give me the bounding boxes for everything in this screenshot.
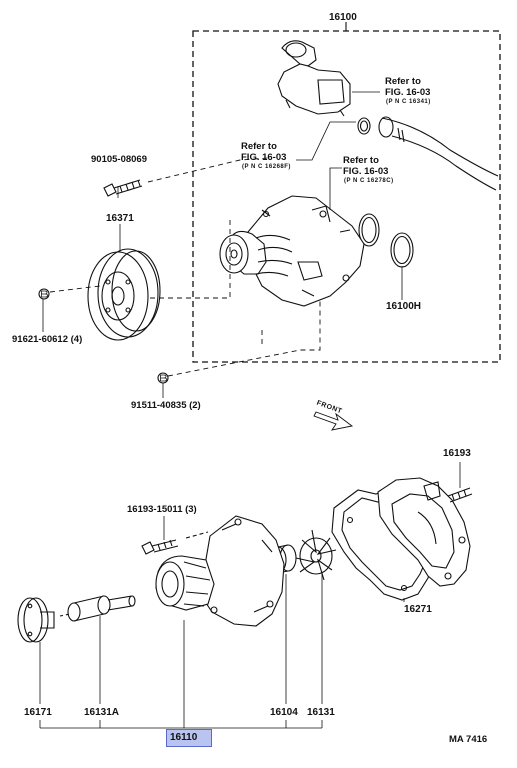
figure-code: MA 7416	[449, 734, 488, 745]
label-16271[interactable]: 16271	[404, 604, 432, 615]
dashed-leaders-top	[49, 157, 321, 377]
ref-label-16278c-line1: Refer to	[343, 155, 379, 166]
label-91511-40835[interactable]: 91511-40835 (2)	[131, 400, 201, 411]
solid-leaders-top	[42, 91, 403, 398]
ref-label-16268f-line1: Refer to	[241, 141, 277, 152]
label-16110[interactable]: 16110	[170, 732, 198, 743]
pump-body-16110	[155, 515, 285, 627]
ref-label-16268f-pnc: (P N C 16268F)	[242, 164, 291, 170]
label-16171[interactable]: 16171	[24, 707, 52, 718]
coolant-hose	[378, 116, 499, 191]
bolt-90105	[103, 179, 143, 197]
label-91621-60612[interactable]: 91621-60612 (4)	[12, 334, 83, 345]
bolt-symbol-91511	[157, 372, 169, 384]
o-ring-16100h	[390, 232, 414, 268]
o-ring-16268	[358, 213, 380, 247]
ref-label-16341-pnc: (P N C 16341)	[386, 99, 431, 105]
water-pump-assembly	[219, 195, 365, 307]
ref-label-16278c-line2[interactable]: FIG. 16-03	[343, 166, 389, 177]
part-16110-highlight[interactable]	[166, 729, 212, 747]
label-16100h[interactable]: 16100H	[386, 301, 422, 312]
label-16100[interactable]: 16100	[329, 12, 357, 23]
ref-label-16341-line2[interactable]: FIG. 16-03	[385, 87, 431, 98]
pump-cover-plate	[377, 477, 471, 587]
label-16193[interactable]: 16193	[443, 448, 471, 459]
front-arrow	[313, 411, 354, 431]
label-16104[interactable]: 16104	[270, 707, 298, 718]
pulley-16371	[87, 248, 161, 341]
assembly-box-16100	[192, 22, 501, 363]
shaft-bearing-16131a	[59, 595, 136, 622]
small-o-ring	[357, 117, 371, 135]
label-16371[interactable]: 16371	[106, 213, 134, 224]
stud-16193	[447, 462, 473, 503]
label-16131a[interactable]: 16131A	[84, 707, 120, 718]
label-90105-08069[interactable]: 90105-08069	[91, 154, 147, 165]
flange-16171	[17, 597, 55, 643]
leaders-bottom	[39, 516, 405, 729]
bolt-symbol-91621	[38, 288, 50, 300]
label-16193-15011[interactable]: 16193-15011 (3)	[127, 504, 197, 515]
water-inlet-housing	[277, 40, 351, 117]
bolt-16193-15011	[141, 531, 209, 555]
ref-label-16268f-line2[interactable]: FIG. 16-03	[241, 152, 287, 163]
ref-label-16341-line1: Refer to	[385, 76, 421, 87]
ref-label-16278c-pnc: (P N C 16278C)	[344, 178, 394, 184]
label-16131[interactable]: 16131	[307, 707, 335, 718]
impeller-16131	[295, 529, 337, 581]
